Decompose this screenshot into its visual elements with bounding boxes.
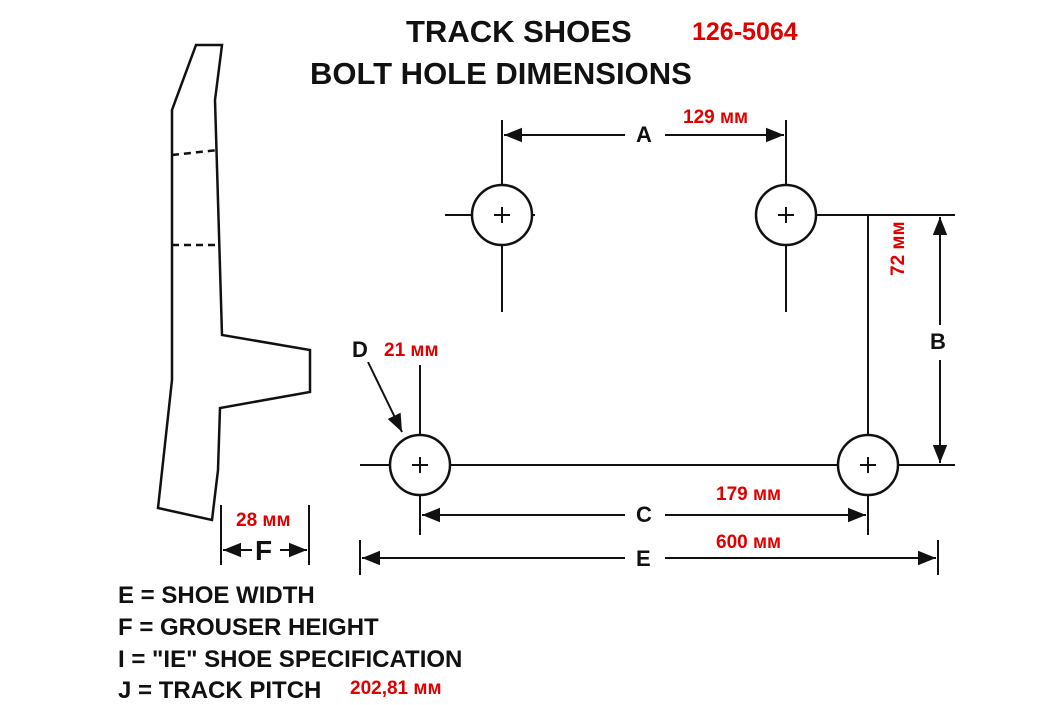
value-d: 21 мм [384,340,439,361]
bolt-hole-top-left [445,120,535,312]
bolt-hole-top-right [754,120,955,312]
value-track-pitch: 202,81 мм [350,678,442,699]
dimension-e [359,540,939,575]
shoe-profile [156,43,312,522]
title-track-shoes: TRACK SHOES [406,14,632,49]
legend-ie-spec: I = "IE" SHOE SPECIFICATION [118,646,463,673]
legend-shoe-width: E = SHOE WIDTH [118,582,315,609]
part-number: 126-5064 [692,18,798,46]
title-bolt-hole-dimensions: BOLT HOLE DIMENSIONS [310,56,692,91]
legend-grouser-height: F = GROUSER HEIGHT [118,614,379,641]
label-c: C [633,503,655,527]
label-f: F [252,536,276,566]
value-f: 28 мм [236,510,291,531]
label-b: B [927,330,949,354]
dimension-f [220,505,310,565]
label-a: A [633,123,655,147]
value-b: 72 мм [888,221,909,276]
dimension-d-leader [367,361,403,433]
value-c: 179 мм [716,484,782,505]
label-e: E [633,547,654,571]
label-d: D [349,338,371,362]
bolt-hole-bottom-right [836,215,900,535]
legend-track-pitch: J = TRACK PITCH [118,677,322,704]
bolt-hole-bottom-left [360,365,955,535]
value-e: 600 мм [716,532,782,553]
value-a: 129 мм [683,107,749,128]
